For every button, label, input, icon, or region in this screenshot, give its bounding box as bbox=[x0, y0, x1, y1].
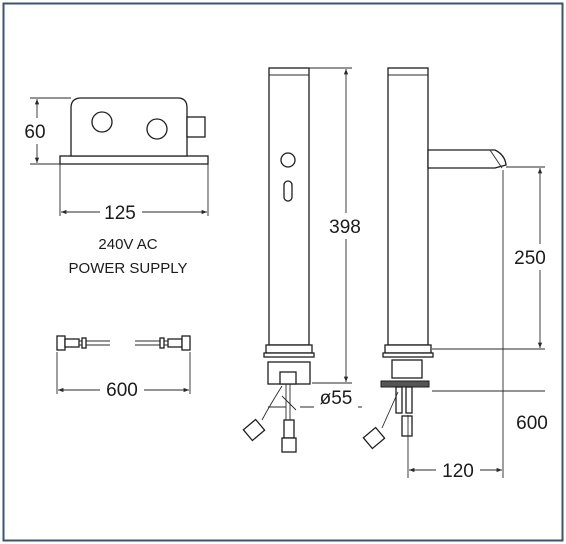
below-counter-dimension: 600 bbox=[432, 170, 556, 478]
power-supply-caption-line2: POWER SUPPLY bbox=[69, 260, 188, 277]
spout-reach-dimension: 120 bbox=[407, 415, 502, 482]
power-supply-width-value: 125 bbox=[104, 203, 136, 224]
tap-height-value: 398 bbox=[329, 217, 361, 238]
flexible-hoses bbox=[56, 335, 191, 351]
hose-length-value: 600 bbox=[106, 380, 138, 401]
power-supply-height-value: 60 bbox=[24, 122, 45, 143]
hose-length-dimension: 600 bbox=[56, 352, 191, 401]
socket-circle-left bbox=[91, 111, 113, 133]
spout-reach-value: 120 bbox=[442, 461, 474, 482]
tap-diameter-dimension: ø55 bbox=[268, 386, 362, 411]
sensor-icon bbox=[280, 152, 296, 168]
spout-height-value: 250 bbox=[514, 248, 546, 269]
tap-diameter-value: ø55 bbox=[320, 388, 353, 409]
spout-height-dimension: 250 bbox=[432, 166, 556, 350]
tap-front-view bbox=[242, 67, 315, 453]
power-supply-box bbox=[59, 97, 209, 165]
power-supply-height-dimension: 60 bbox=[20, 97, 71, 165]
socket-circle-right bbox=[146, 118, 168, 140]
power-supply-caption-line1: 240V AC bbox=[98, 236, 157, 253]
tap-side-view bbox=[362, 67, 507, 450]
tap-height-dimension: 398 bbox=[309, 67, 368, 384]
power-supply-width-dimension: 125 bbox=[59, 164, 209, 224]
below-counter-value: 600 bbox=[516, 413, 548, 434]
